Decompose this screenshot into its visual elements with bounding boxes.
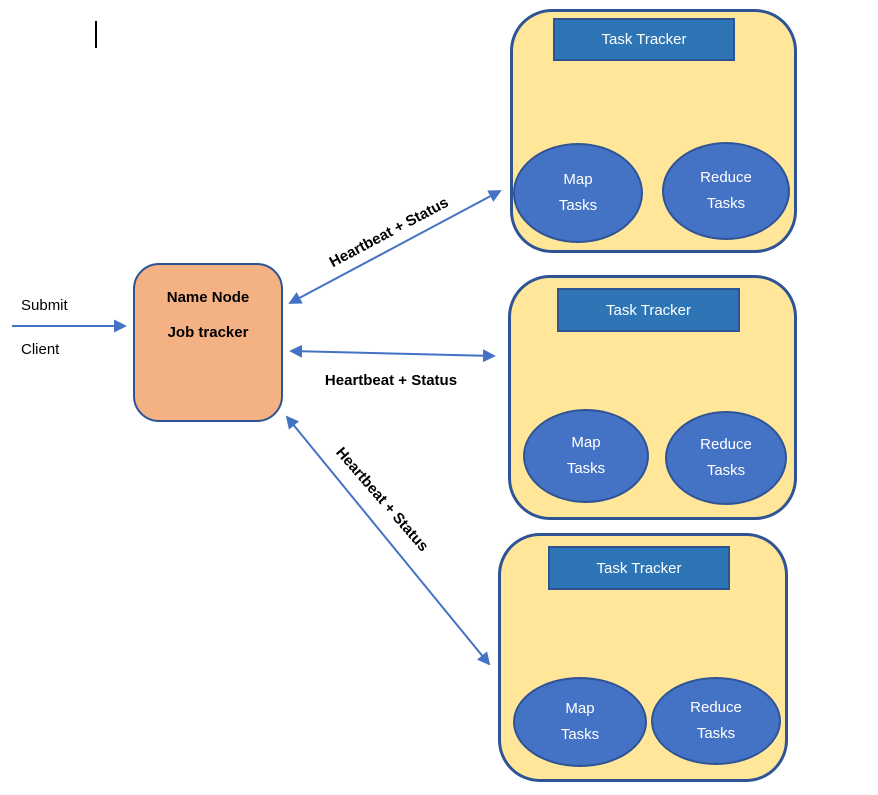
task-tracker-1: Task Tracker xyxy=(553,18,735,61)
text-cursor xyxy=(95,21,97,48)
map-tasks-label-line2: Tasks xyxy=(558,197,598,214)
reduce-tasks-2: Reduce Tasks xyxy=(665,411,787,505)
reduce-tasks-label-line1: Reduce xyxy=(700,169,752,186)
task-tracker-label: Task Tracker xyxy=(596,559,682,577)
map-tasks-label-line1: Map xyxy=(571,434,601,451)
client-label: Client xyxy=(21,341,60,358)
reduce-tasks-1: Reduce Tasks xyxy=(662,142,790,240)
map-tasks-3: Map Tasks xyxy=(513,677,647,767)
reduce-tasks-label-line2: Tasks xyxy=(696,725,736,742)
job-tracker-title: Job tracker xyxy=(167,324,249,341)
name-node-box: Name Node Job tracker xyxy=(133,263,283,422)
map-tasks-label-line2: Tasks xyxy=(560,726,600,743)
worker-node-1: Task Tracker Map Tasks Reduce Tasks xyxy=(510,9,797,253)
heartbeat-label-middle: Heartbeat + Status xyxy=(324,372,458,389)
reduce-tasks-3: Reduce Tasks xyxy=(651,677,781,765)
name-node-title: Name Node xyxy=(166,289,250,306)
map-tasks-1: Map Tasks xyxy=(513,143,643,243)
worker-node-2: Task Tracker Map Tasks Reduce Tasks xyxy=(508,275,797,520)
heartbeat-arrow-bottom xyxy=(285,415,491,666)
task-tracker-2: Task Tracker xyxy=(557,288,740,332)
reduce-tasks-label-line1: Reduce xyxy=(700,436,752,453)
heartbeat-arrow-top xyxy=(288,190,502,304)
reduce-tasks-label-line2: Tasks xyxy=(706,195,746,212)
map-tasks-2: Map Tasks xyxy=(523,409,649,503)
task-tracker-label: Task Tracker xyxy=(601,31,687,48)
reduce-tasks-label-line1: Reduce xyxy=(690,699,742,716)
map-tasks-label-line2: Tasks xyxy=(566,460,606,477)
task-tracker-label: Task Tracker xyxy=(605,301,692,319)
worker-node-3: Task Tracker Map Tasks Reduce Tasks xyxy=(498,533,788,782)
heartbeat-label-bottom: Heartbeat + Status xyxy=(332,444,432,555)
submit-label: Submit xyxy=(21,297,68,314)
reduce-tasks-label-line2: Tasks xyxy=(706,462,746,479)
heartbeat-arrow-middle xyxy=(289,344,496,363)
heartbeat-label-top: Heartbeat + Status xyxy=(326,193,452,272)
task-tracker-3: Task Tracker xyxy=(548,546,730,590)
map-tasks-label-line1: Map xyxy=(565,700,595,717)
map-tasks-label-line1: Map xyxy=(563,171,593,188)
